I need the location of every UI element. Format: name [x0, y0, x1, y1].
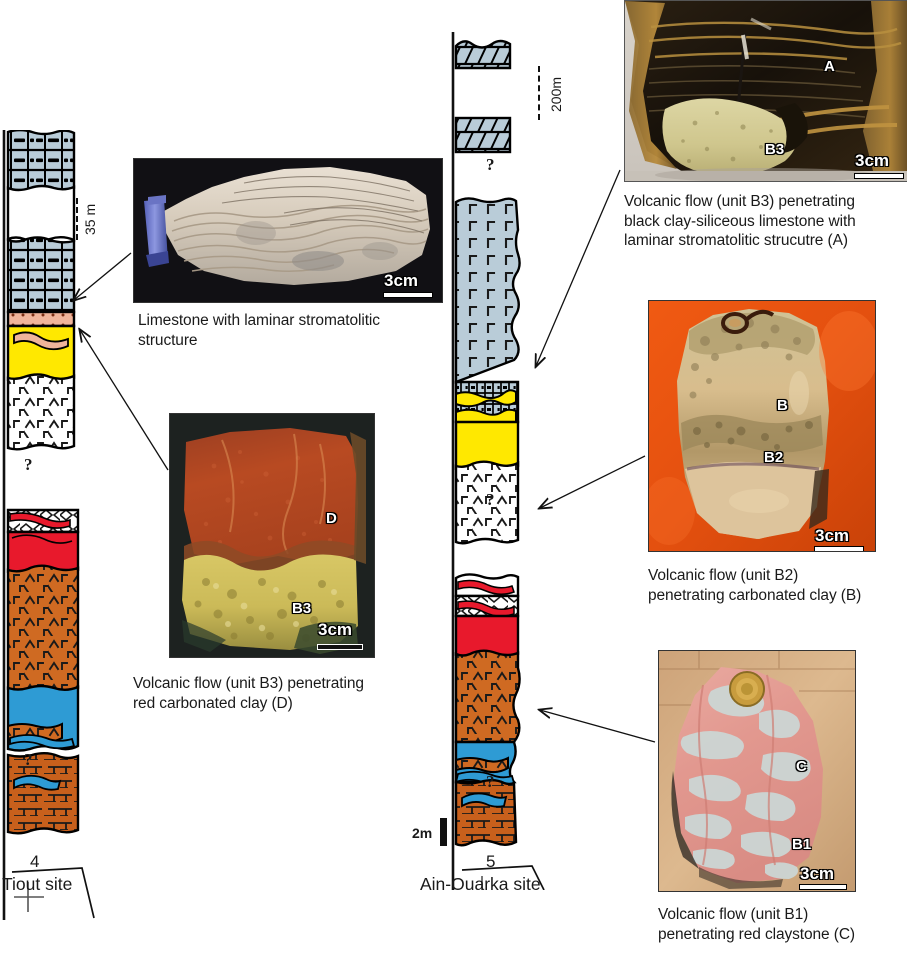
ain-ouarka-log-column	[448, 30, 558, 891]
photo-c-scale-text: 3cm	[800, 864, 835, 883]
photo-a-scale-bar	[855, 174, 903, 178]
photo-limestone-scale-text: 3cm	[384, 271, 419, 290]
tiout-gap-question-1: ?	[24, 455, 33, 474]
tiout-site-label: Tiout site	[2, 874, 73, 894]
ain-ouarka-scale-tick	[538, 66, 540, 120]
photo-a-image: A B3 3cm	[624, 0, 907, 182]
ain-ouarka-gap-question-2: ?	[486, 490, 495, 509]
photo-b-caption: Volcanic flow (unit B2) penetrating carb…	[648, 566, 907, 605]
photo-a-caption-line-2: black clay-siliceous limestone with	[624, 212, 856, 230]
tiout-scale-tick	[76, 198, 78, 240]
photo-d-scale-text: 3cm	[318, 620, 353, 639]
photo-a-caption-line-1: Volcanic flow (unit B3) penetrating	[624, 193, 855, 210]
arrow-b-to-ainouarka	[540, 455, 646, 508]
ain-ouarka-gap-question-1: ?	[486, 155, 495, 174]
arrow-d-to-tiout	[80, 330, 169, 471]
ain-ouarka-gap-question-3: ?	[486, 772, 495, 791]
photo-d-scale-bar	[318, 645, 362, 649]
photo-a-scale-text: 3cm	[855, 151, 890, 170]
photo-c-scale-bar	[800, 885, 846, 889]
ain-ouarka-column-number: 5	[486, 852, 496, 871]
ain-ouarka-site-label: Ain-Ouarka site	[420, 874, 541, 894]
ain-ouarka-2m-label: 2m	[412, 825, 433, 841]
photo-limestone-caption: Limestone with laminar stromatolitic str…	[138, 311, 458, 350]
photo-d-label-b3: B3	[292, 600, 312, 617]
photo-b-scale-bar	[815, 547, 863, 551]
photo-a-caption-line-3: laminar stromatolitic strucutre (A)	[624, 232, 848, 249]
photo-c-label-b1: B1	[792, 836, 812, 853]
ain-ouarka-2m-bar	[440, 818, 447, 846]
arrow-a-to-ainouarka	[536, 169, 621, 366]
arrow-c-to-ainouarka	[540, 710, 656, 743]
photo-limestone-image: 3cm	[133, 158, 443, 303]
photo-b-label-b: B	[777, 397, 788, 414]
photo-b-scale-text: 3cm	[815, 526, 850, 545]
tiout-log-column	[0, 128, 120, 920]
photo-b-caption-line-2: penetrating carbonated clay (B)	[648, 586, 862, 604]
photo-b-caption-line-1: Volcanic flow (unit B2)	[648, 567, 799, 584]
photo-limestone-caption-line-1: Limestone with laminar stromatolitic	[138, 312, 380, 329]
photo-d-caption-line-1: Volcanic flow (unit B3) penetrating	[133, 675, 364, 692]
tiout-column-number: 4	[30, 852, 40, 871]
photo-a-label-a: A	[824, 58, 835, 75]
photo-limestone-caption-line-2: structure	[138, 331, 198, 349]
photo-limestone-scale-bar	[384, 293, 432, 297]
photo-c-caption-line-1: Volcanic flow (unit B1)	[658, 906, 809, 923]
photo-c-caption-line-2: penetrating red claystone (C)	[658, 925, 855, 943]
photo-c-image: C B1 3cm	[658, 650, 856, 892]
photo-d-caption-line-2: red carbonated clay (D)	[133, 694, 293, 712]
photo-d-caption: Volcanic flow (unit B3) penetrating red …	[133, 674, 453, 713]
photo-d-label-d: D	[326, 510, 337, 527]
photo-b-image: B B2 3cm	[648, 300, 876, 552]
photo-b-label-b2: B2	[764, 449, 784, 466]
photo-c-caption: Volcanic flow (unit B1) penetrating red …	[658, 905, 907, 944]
arrow-limestone-to-tiout	[74, 252, 132, 300]
photo-a-label-b3: B3	[765, 141, 785, 158]
photo-d-image: D B3 3cm	[169, 413, 375, 658]
tiout-gap-question-2: ?	[24, 750, 33, 769]
photo-a-caption: Volcanic flow (unit B3) penetrating blac…	[624, 192, 907, 251]
photo-c-label-c: C	[796, 758, 807, 775]
